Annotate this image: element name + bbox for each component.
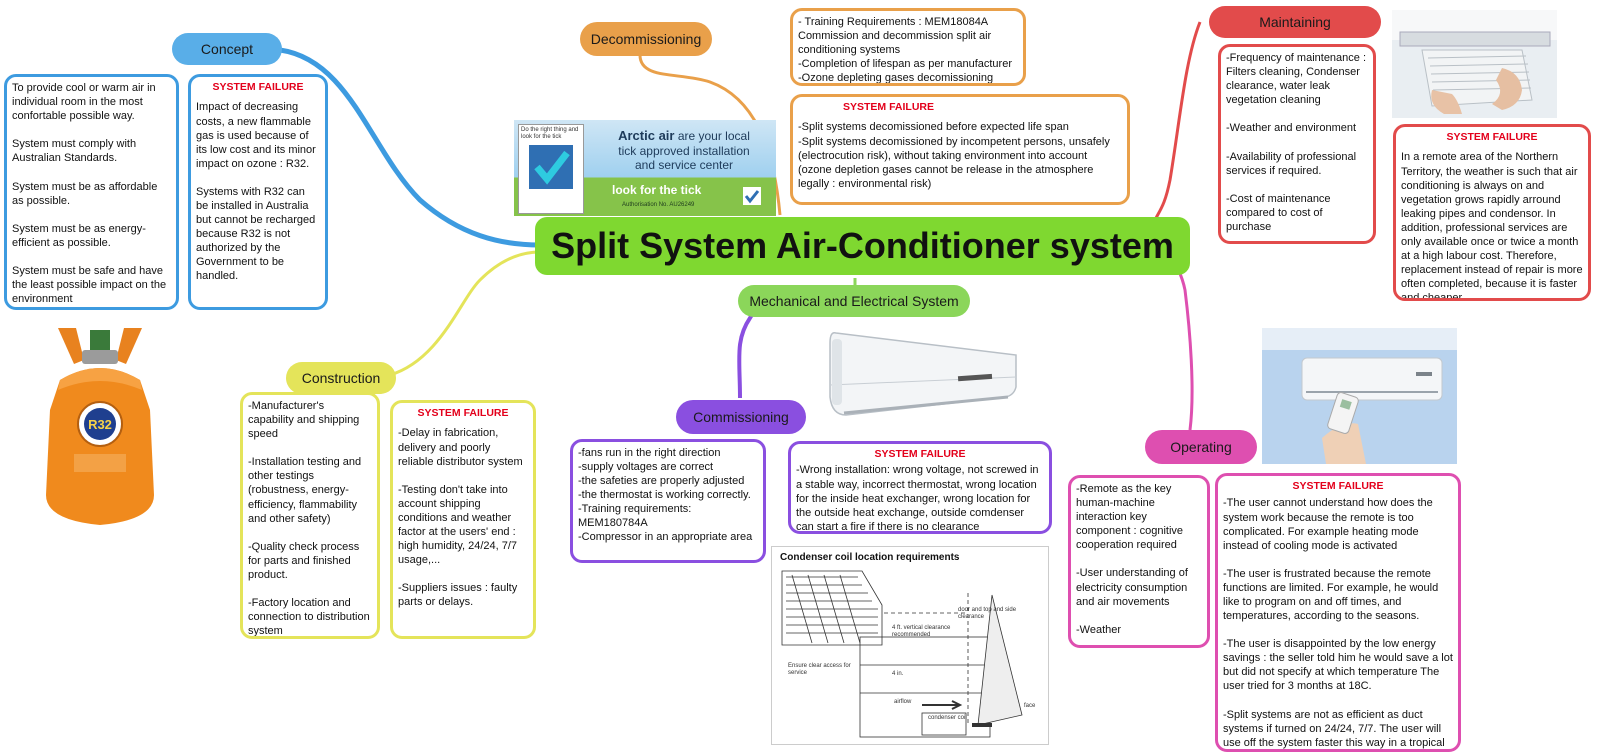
- decommissioning-description-box: - Training Requirements : MEM18084A Comm…: [790, 8, 1026, 86]
- banner-line4: and service center: [634, 157, 734, 172]
- commissioning-description-text: -fans run in the right direction -supply…: [578, 447, 753, 544]
- condenser-label-clearance: door and top and side clearance: [958, 607, 1017, 620]
- gas-cylinder-icon: R32: [46, 328, 154, 525]
- condenser-schematic-icon: [781, 570, 1023, 738]
- connector-construction: [389, 250, 541, 377]
- connector-maintaining: [1153, 21, 1202, 221]
- concept-failure-box: SYSTEM FAILURE Impact of decreasing cost…: [188, 74, 328, 310]
- maintaining-failure-text: In a remote area of the Northern Territo…: [1401, 151, 1583, 301]
- commissioning-failure-text: -Wrong installation: wrong voltage, not …: [796, 464, 1039, 533]
- decommissioning-failure-heading: SYSTEM FAILURE: [843, 101, 935, 113]
- operating-description-text: -Remote as the key human-machine interac…: [1076, 483, 1188, 636]
- decommissioning-failure-box: SYSTEM FAILURE -Split systems decomissio…: [790, 94, 1130, 205]
- remote-control-photo-icon: [1262, 328, 1457, 464]
- branch-label-maintaining: Maintaining: [1209, 6, 1381, 38]
- banner-small-text: Do the right thing and look for the tick: [521, 127, 579, 140]
- maintaining-failure-box: SYSTEM FAILURE In a remote area of the N…: [1393, 124, 1591, 301]
- small-tick-icon: [743, 187, 761, 205]
- arctic-air-banner: Do the right thing and look for the tick…: [514, 120, 776, 216]
- concept-failure-heading: SYSTEM FAILURE: [212, 81, 304, 93]
- commissioning-description-box: -fans run in the right direction -supply…: [570, 439, 766, 563]
- condenser-diagram-title: Condenser coil location requirements: [780, 552, 960, 563]
- condenser-label-inches: 4 in.: [892, 671, 904, 677]
- banner-line2: are your local: [677, 129, 750, 143]
- gas-label: R32: [88, 417, 112, 432]
- condenser-label-airflow: airflow: [894, 699, 912, 705]
- commissioning-failure-box: SYSTEM FAILURE -Wrong installation: wron…: [788, 441, 1052, 534]
- branch-label-concept: Concept: [172, 33, 282, 65]
- central-topic-title: Split System Air-Conditioner system: [535, 217, 1190, 275]
- branch-label-operating: Operating: [1145, 430, 1257, 464]
- construction-failure-text: -Delay in fabrication, delivery and poor…: [398, 427, 523, 609]
- banner-main-text: Arctic air are your local tick approved …: [594, 128, 774, 172]
- operating-failure-text: -The user cannot understand how does the…: [1223, 497, 1453, 749]
- maintaining-description-box: -Frequency of maintenance : Filters clea…: [1218, 44, 1376, 244]
- condenser-label-coil: condenser coil: [928, 715, 967, 721]
- banner-line3: tick approved installation: [618, 143, 750, 158]
- concept-description-text: To provide cool or warm air in individua…: [12, 82, 167, 306]
- split-ac-indoor-unit-icon: [829, 331, 1017, 416]
- construction-failure-heading: SYSTEM FAILURE: [417, 407, 509, 419]
- condenser-label-access: Ensure clear access for service: [788, 663, 851, 676]
- operating-failure-heading: SYSTEM FAILURE: [1292, 480, 1384, 492]
- branch-label-decommissioning: Decommissioning: [580, 22, 712, 56]
- banner-look-tick: look for the tick: [612, 183, 702, 197]
- branch-label-mechanical: Mechanical and Electrical System: [738, 285, 970, 317]
- concept-failure-text: Impact of decreasing costs, a new flamma…: [196, 101, 316, 283]
- construction-description-box: -Manufacturer's capability and shipping …: [240, 392, 380, 639]
- construction-description-text: -Manufacturer's capability and shipping …: [248, 400, 370, 638]
- connector-operating: [1173, 261, 1194, 431]
- branch-label-commissioning: Commissioning: [676, 400, 806, 434]
- decommissioning-description-text: - Training Requirements : MEM18084A Comm…: [798, 16, 1012, 85]
- commissioning-failure-heading: SYSTEM FAILURE: [874, 448, 966, 460]
- condenser-diagram: Condenser coil location requirements doo…: [771, 546, 1049, 745]
- tick-icon: [529, 145, 573, 189]
- concept-description-box: To provide cool or warm air in individua…: [4, 74, 179, 310]
- operating-description-box: -Remote as the key human-machine interac…: [1068, 475, 1210, 648]
- condenser-label-vertical: 4 ft. vertical clearance recommended: [892, 625, 951, 638]
- branch-label-construction: Construction: [286, 362, 396, 394]
- operating-failure-box: SYSTEM FAILURE -The user cannot understa…: [1215, 473, 1461, 752]
- filter-cleaning-photo-icon: [1392, 10, 1557, 118]
- maintaining-failure-heading: SYSTEM FAILURE: [1446, 131, 1538, 143]
- condenser-label-face: face: [1024, 703, 1036, 709]
- tick-badge: Do the right thing and look for the tick: [518, 124, 584, 214]
- banner-auth: Authorisation No. AU26249: [622, 202, 695, 208]
- banner-brand: Arctic air: [618, 128, 675, 143]
- connector-concept: [279, 47, 541, 248]
- decommissioning-failure-text: -Split systems decomissioned before expe…: [798, 121, 1110, 190]
- maintaining-description-text: -Frequency of maintenance : Filters clea…: [1226, 52, 1367, 233]
- construction-failure-box: SYSTEM FAILURE -Delay in fabrication, de…: [390, 400, 536, 639]
